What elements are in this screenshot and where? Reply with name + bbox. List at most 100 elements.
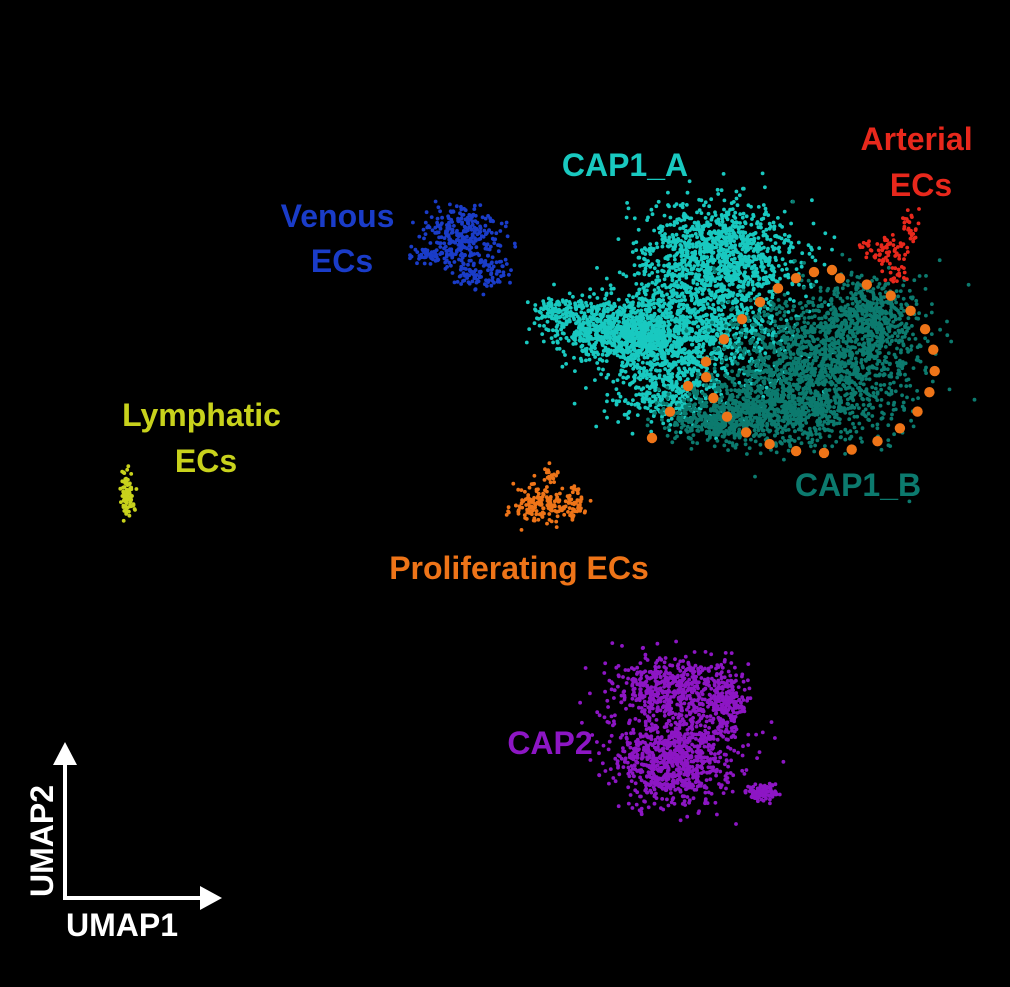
cell-point	[683, 369, 688, 373]
cell-point	[628, 314, 633, 319]
cell-point	[879, 416, 884, 421]
cell-point	[650, 271, 654, 275]
cell-point	[768, 255, 772, 260]
cell-point	[535, 316, 539, 321]
cell-point	[722, 264, 727, 268]
cell-point	[783, 239, 787, 243]
cell-point	[645, 390, 650, 395]
cell-point	[595, 304, 600, 308]
cell-point	[923, 336, 927, 341]
cell-point	[555, 332, 560, 337]
cell-point	[669, 381, 674, 386]
cell-point	[630, 302, 635, 307]
cell-point	[698, 354, 703, 359]
cell-point	[687, 228, 692, 233]
cell-point	[719, 213, 724, 217]
cell-point	[669, 298, 674, 303]
cell-point	[713, 293, 718, 298]
cell-point	[684, 244, 688, 249]
cell-point	[634, 293, 639, 298]
cell-point	[705, 244, 710, 249]
cell-point	[672, 273, 676, 278]
cell-point	[564, 362, 568, 366]
cell-point	[786, 238, 791, 243]
cell-point	[879, 387, 883, 392]
cell-point	[670, 375, 674, 379]
cell-point	[647, 273, 652, 277]
cell-point	[719, 316, 723, 321]
cell-point	[732, 239, 736, 244]
cell-point	[725, 254, 729, 258]
cell-point	[625, 341, 629, 346]
cell-point	[649, 316, 654, 321]
cell-point	[763, 206, 768, 211]
cell-point	[710, 355, 715, 360]
cell-point	[891, 380, 896, 385]
cell-point	[680, 291, 685, 296]
cell-point	[656, 285, 661, 290]
cell-point	[678, 337, 683, 342]
cell-point	[658, 363, 663, 367]
cell-point	[699, 338, 704, 342]
cell-point	[771, 266, 776, 271]
cell-point	[751, 310, 755, 315]
cell-point	[643, 405, 648, 410]
cell-point	[723, 368, 728, 373]
cell-point	[654, 405, 658, 410]
cell-point	[666, 418, 671, 423]
cell-point	[711, 302, 716, 307]
cell-point	[724, 231, 729, 236]
cell-point	[639, 315, 644, 320]
cell-point	[721, 296, 725, 300]
cell-point	[771, 247, 776, 252]
cell-point	[910, 296, 915, 301]
cell-point	[715, 187, 720, 192]
cell-point	[893, 314, 897, 319]
cell-point	[581, 305, 586, 310]
cell-point	[588, 324, 592, 328]
cell-point	[738, 243, 742, 248]
cell-point	[634, 248, 639, 253]
cell-point	[762, 432, 767, 437]
cell-point	[652, 301, 656, 306]
cell-point	[860, 396, 865, 401]
cell-point	[633, 311, 637, 315]
cell-point	[674, 379, 679, 384]
cell-point	[765, 234, 769, 239]
cell-point	[715, 439, 720, 443]
cell-point	[687, 367, 692, 371]
cell-point	[633, 373, 637, 377]
cell-point	[695, 282, 700, 287]
cell-point	[716, 266, 721, 271]
cell-point	[742, 369, 747, 374]
cell-point	[646, 321, 651, 325]
cell-point	[584, 300, 588, 305]
cell-point	[673, 318, 678, 322]
cell-point	[813, 443, 817, 448]
cell-point	[674, 268, 678, 273]
cell-point	[622, 309, 626, 314]
cell-point	[679, 239, 683, 243]
cell-point	[600, 358, 605, 363]
cell-point	[718, 277, 722, 281]
cell-point	[757, 292, 762, 297]
cell-point	[676, 283, 680, 288]
cell-point	[849, 270, 854, 275]
cell-point	[657, 308, 661, 313]
cell-point	[563, 353, 567, 357]
cell-point	[741, 237, 746, 241]
cell-point	[600, 321, 605, 326]
cell-point	[695, 267, 700, 272]
cell-point	[694, 287, 698, 291]
cell-point	[638, 366, 643, 371]
cell-point	[763, 270, 768, 275]
cell-point	[595, 337, 600, 342]
cell-point	[874, 381, 879, 386]
cell-point	[727, 232, 732, 237]
cell-point	[645, 298, 649, 303]
cell-point	[631, 295, 635, 300]
cell-point	[847, 257, 852, 262]
cell-point	[736, 292, 741, 297]
cell-point	[875, 422, 880, 427]
cell-point	[705, 324, 710, 329]
